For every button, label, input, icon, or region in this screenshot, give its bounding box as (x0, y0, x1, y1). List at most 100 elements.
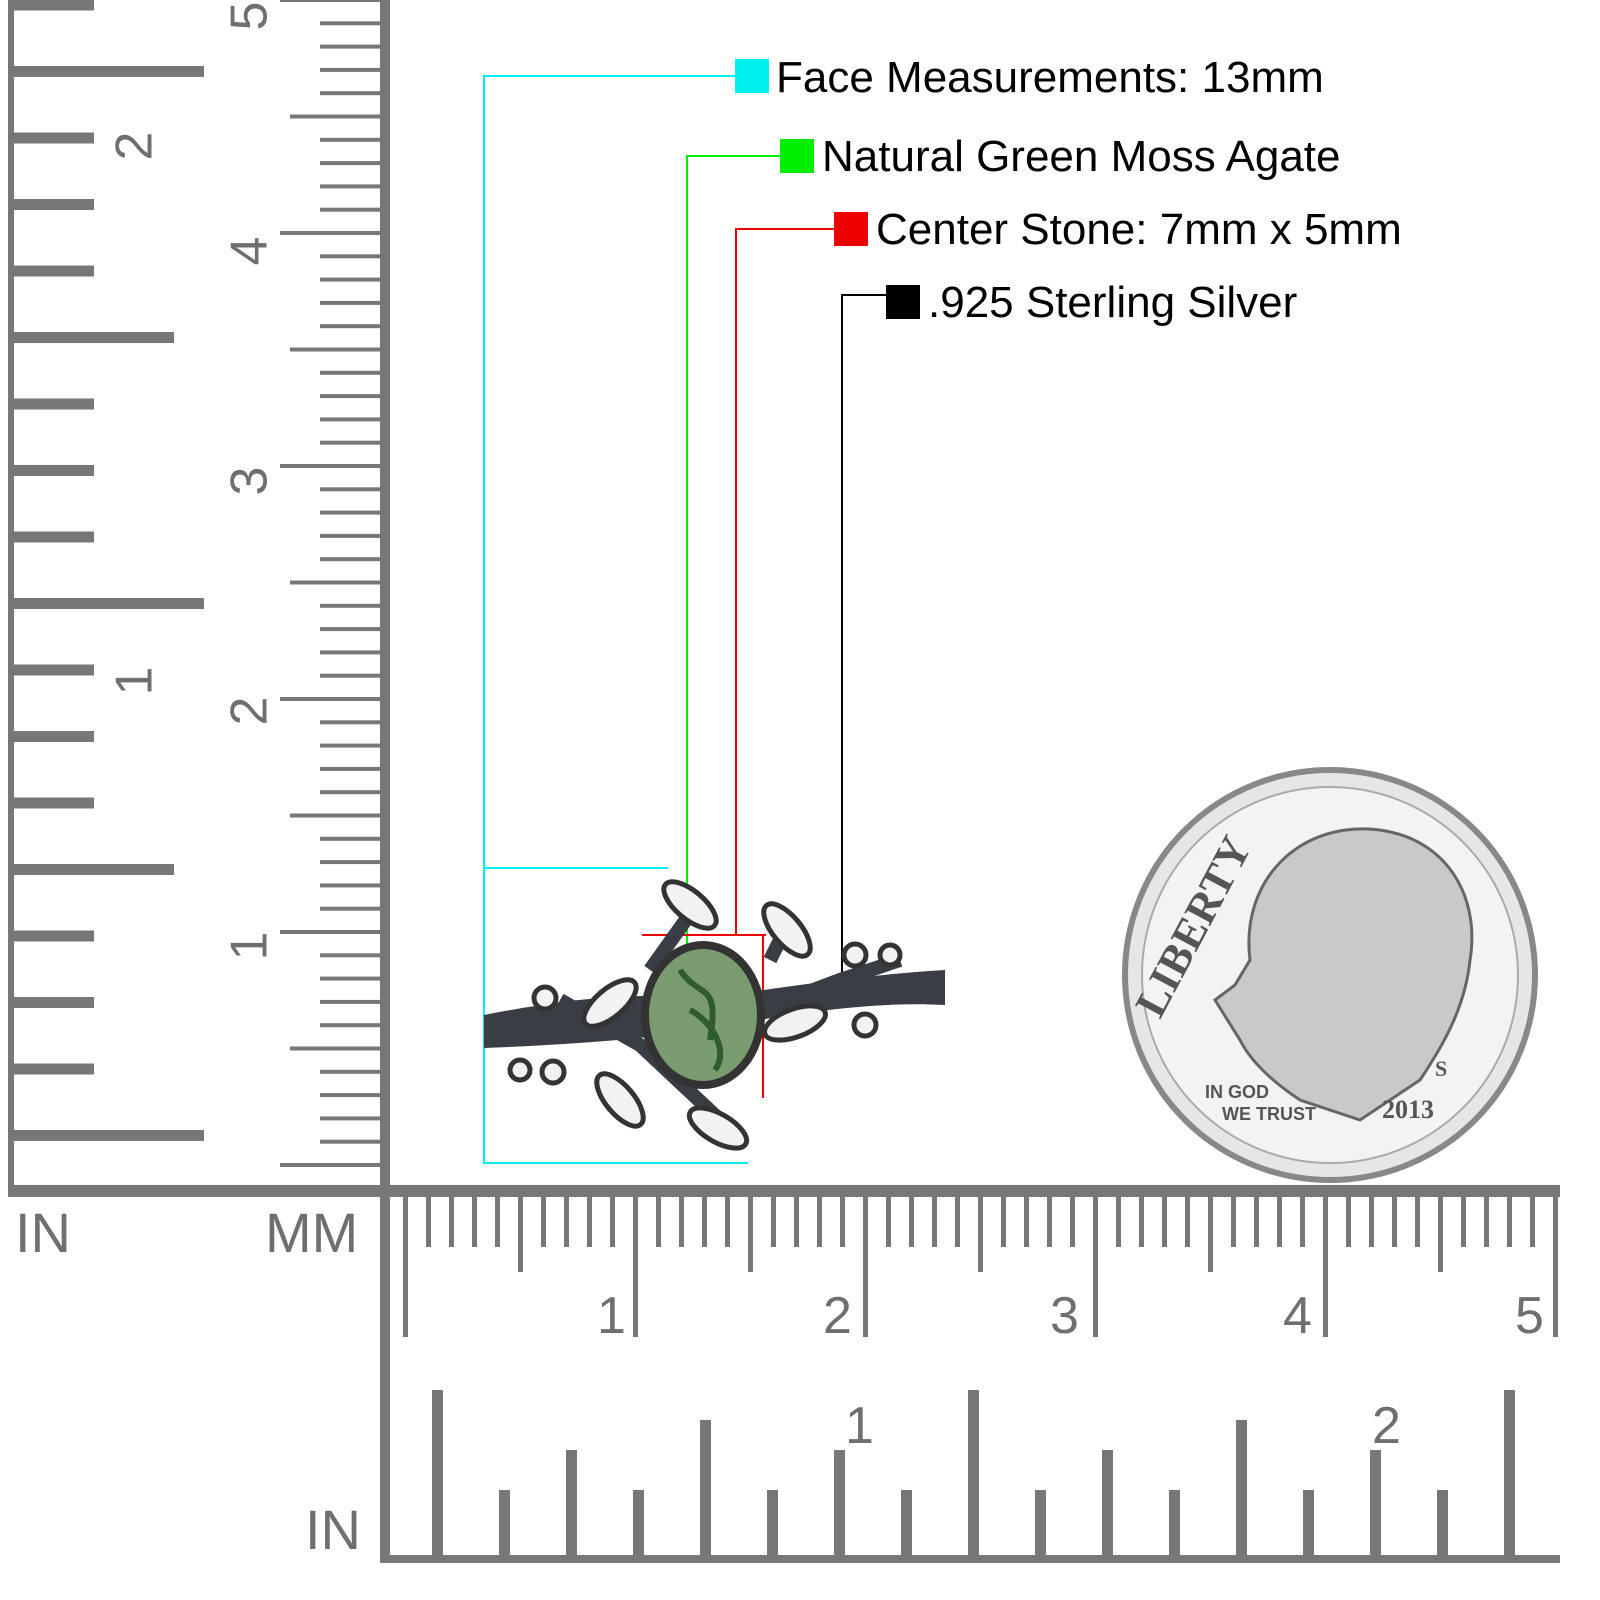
coin-motto-2: WE TRUST (1222, 1104, 1316, 1124)
mm-tick (320, 394, 380, 399)
inch-tick (14, 332, 174, 343)
mm-tick (610, 1197, 615, 1247)
coin-year: 2013 (1382, 1095, 1434, 1124)
mm-tick (320, 324, 380, 329)
mm-tick (280, 231, 380, 235)
mm-tick (725, 1197, 730, 1247)
mm-tick (320, 161, 380, 166)
face-measure-swatch (735, 59, 769, 93)
vertical-cm-label: 2 (220, 696, 279, 726)
mm-tick (1093, 1197, 1098, 1337)
mm-tick (320, 44, 380, 49)
mm-tick (1300, 1197, 1305, 1247)
inch-tick (767, 1490, 778, 1560)
center-stone-label: Center Stone: 7mm x 5mm (876, 205, 1402, 254)
inch-tick (1169, 1490, 1180, 1560)
mm-tick (771, 1197, 776, 1247)
mm-tick (1438, 1197, 1443, 1272)
bottom-ruler-base (380, 1555, 1560, 1563)
inch-tick (700, 1420, 711, 1560)
inch-tick (14, 1063, 94, 1075)
inch-tick (1504, 1390, 1515, 1560)
inch-tick (14, 930, 94, 942)
bottom-cm-label: 3 (1050, 1287, 1079, 1345)
mm-tick (1070, 1197, 1075, 1247)
silver-swatch (886, 285, 920, 319)
mm-tick (320, 557, 380, 562)
vertical-ruler-mm-edge (380, 0, 390, 1195)
inch-tick (14, 997, 94, 1008)
callout-lines (483, 75, 888, 1164)
inch-tick (1303, 1490, 1314, 1560)
mm-tick (320, 184, 380, 189)
mm-tick (290, 1046, 380, 1051)
bottom-cm-label: 5 (1515, 1287, 1544, 1345)
mm-tick (320, 836, 380, 841)
mm-tick (794, 1197, 799, 1247)
bottom-ruler-edge (380, 1190, 390, 1560)
mm-tick (320, 207, 380, 212)
mm-tick (840, 1197, 845, 1247)
inch-tick (14, 465, 94, 476)
ruler-horizontal-edge (8, 1185, 1560, 1197)
mm-tick (320, 1093, 380, 1098)
inch-tick (14, 864, 174, 875)
mm-tick (320, 976, 380, 981)
mm-tick (320, 790, 380, 795)
inch-tick (14, 731, 94, 742)
mm-tick (1346, 1197, 1351, 1247)
mm-tick (1024, 1197, 1029, 1247)
inch-tick (1035, 1490, 1046, 1560)
dime-coin: LIBERTY IN GOD WE TRUST 2013 S (1122, 767, 1538, 1183)
mm-tick (320, 1139, 380, 1144)
mm-tick (541, 1197, 546, 1247)
silver-line (841, 294, 888, 988)
inch-tick (1437, 1490, 1448, 1560)
inch-tick (14, 66, 204, 77)
vertical-ruler-edge (8, 0, 14, 1195)
inch-tick (499, 1490, 510, 1560)
mm-tick (1231, 1197, 1236, 1247)
mm-tick (290, 813, 380, 818)
mm-tick (1208, 1197, 1213, 1272)
mm-tick (320, 860, 380, 865)
mm-tick (702, 1197, 707, 1247)
mm-tick (320, 627, 380, 632)
mm-tick (587, 1197, 592, 1247)
mm-tick (320, 953, 380, 958)
mm-tick (320, 1023, 380, 1028)
mm-tick (449, 1197, 454, 1247)
mm-tick (320, 487, 380, 492)
vertical-cm-label: 3 (220, 466, 279, 496)
mm-tick (320, 720, 380, 725)
mm-tick (320, 999, 380, 1004)
mm-tick (909, 1197, 914, 1247)
mm-tick (320, 1069, 380, 1074)
center-stone-line (735, 228, 836, 935)
inch-tick (1236, 1420, 1247, 1560)
mm-tick (1185, 1197, 1190, 1247)
mm-tick (320, 766, 380, 771)
bottom-inch-label: 2 (1372, 1397, 1401, 1455)
coin-motto-1: IN GOD (1205, 1082, 1269, 1102)
mm-tick (932, 1197, 937, 1247)
mm-tick (656, 1197, 661, 1247)
mm-tick (1461, 1197, 1466, 1247)
vertical-cm-label: 1 (220, 931, 279, 961)
mm-tick (1277, 1197, 1282, 1247)
inch-tick (14, 598, 204, 609)
face-measure-label: Face Measurements: 13mm (776, 53, 1324, 102)
mm-tick (1392, 1197, 1397, 1247)
mm-tick (290, 114, 380, 119)
mm-tick (320, 91, 380, 96)
mm-tick (280, 930, 380, 934)
mm-tick (1001, 1197, 1006, 1247)
mm-tick (955, 1197, 960, 1247)
mm-tick (1162, 1197, 1167, 1247)
mm-tick (564, 1197, 569, 1247)
stone-line (686, 155, 782, 975)
inch-tick (633, 1490, 644, 1560)
inch-tick (14, 398, 94, 410)
mm-tick (1553, 1197, 1558, 1337)
